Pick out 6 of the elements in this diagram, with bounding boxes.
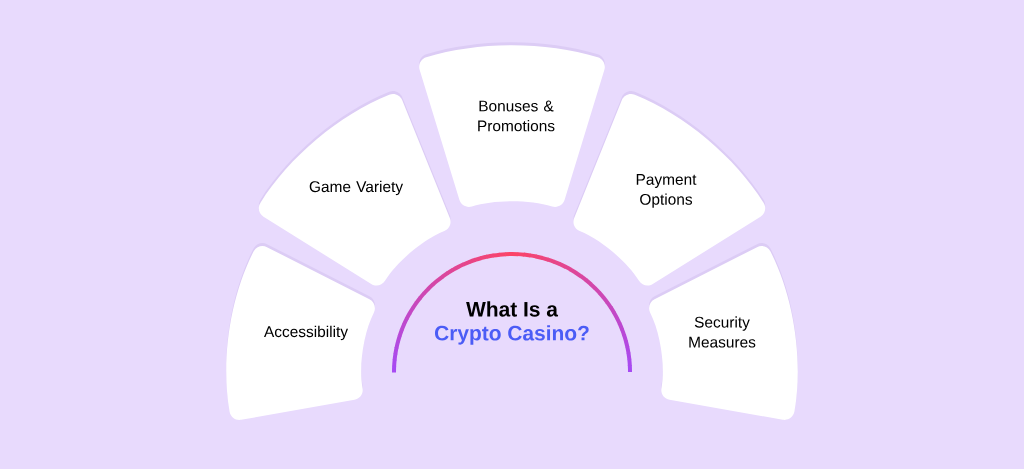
segment-card: Accessibility (226, 243, 375, 420)
segment-card: Security Measures (649, 243, 798, 420)
segment-card: Game Variety (258, 91, 451, 286)
segment-card: Payment Options (573, 91, 766, 286)
segment-card: Bonuses & Promotions (419, 42, 605, 207)
center-title: What Is a Crypto Casino? (435, 301, 589, 345)
